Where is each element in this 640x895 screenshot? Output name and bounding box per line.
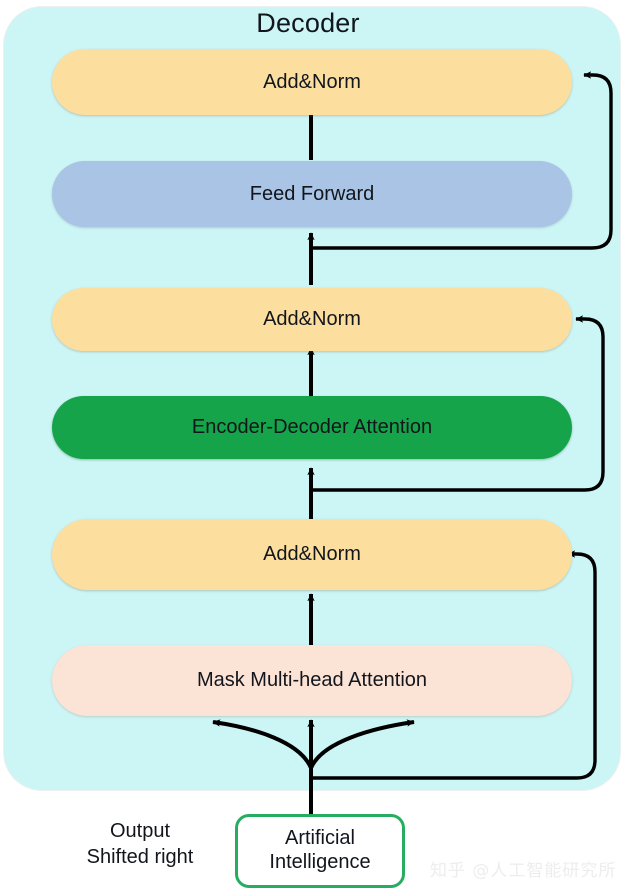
residual-mask-attention (311, 550, 597, 780)
block-feed-forward[interactable]: Feed Forward (52, 161, 572, 227)
block-label: Mask Multi-head Attention (196, 669, 428, 691)
block-mask-multi-head-attention[interactable]: Mask Multi-head Attention (52, 645, 572, 716)
block-label: Add&Norm (263, 70, 361, 93)
residual-feed-forward (311, 71, 613, 250)
watermark: 知乎 @人工智能研究所 (430, 861, 617, 881)
input-token-line1: Artificial (284, 827, 355, 850)
block-addnorm-top[interactable]: Add&Norm (52, 49, 572, 115)
qkv-arrow-left (212, 719, 313, 769)
qkv-arrow-right (309, 719, 415, 769)
block-addnorm-bottom[interactable]: Add&Norm (52, 519, 572, 590)
block-label: Add&Norm (263, 308, 361, 330)
qkv-fanout-arrows (212, 719, 415, 769)
block-addnorm-mid[interactable]: Add&Norm (52, 288, 572, 351)
output-shifted-right-label: Output Shifted right (55, 818, 225, 871)
block-label: Add&Norm (263, 543, 361, 565)
block-label: Feed Forward (249, 182, 375, 205)
output-label-line1: Output (109, 820, 171, 842)
block-label: Encoder-Decoder Attention (191, 416, 433, 438)
page-title: Decoder (256, 8, 360, 38)
residual-connections (311, 71, 613, 780)
block-encoder-decoder-attention[interactable]: Encoder-Decoder Attention (52, 396, 572, 459)
residual-encoder-decoder (311, 315, 605, 492)
input-token-box[interactable]: Artificial Intelligence (235, 814, 405, 888)
input-token-line2: Intelligence (269, 851, 371, 873)
output-label-line2: Shifted right (86, 846, 194, 869)
